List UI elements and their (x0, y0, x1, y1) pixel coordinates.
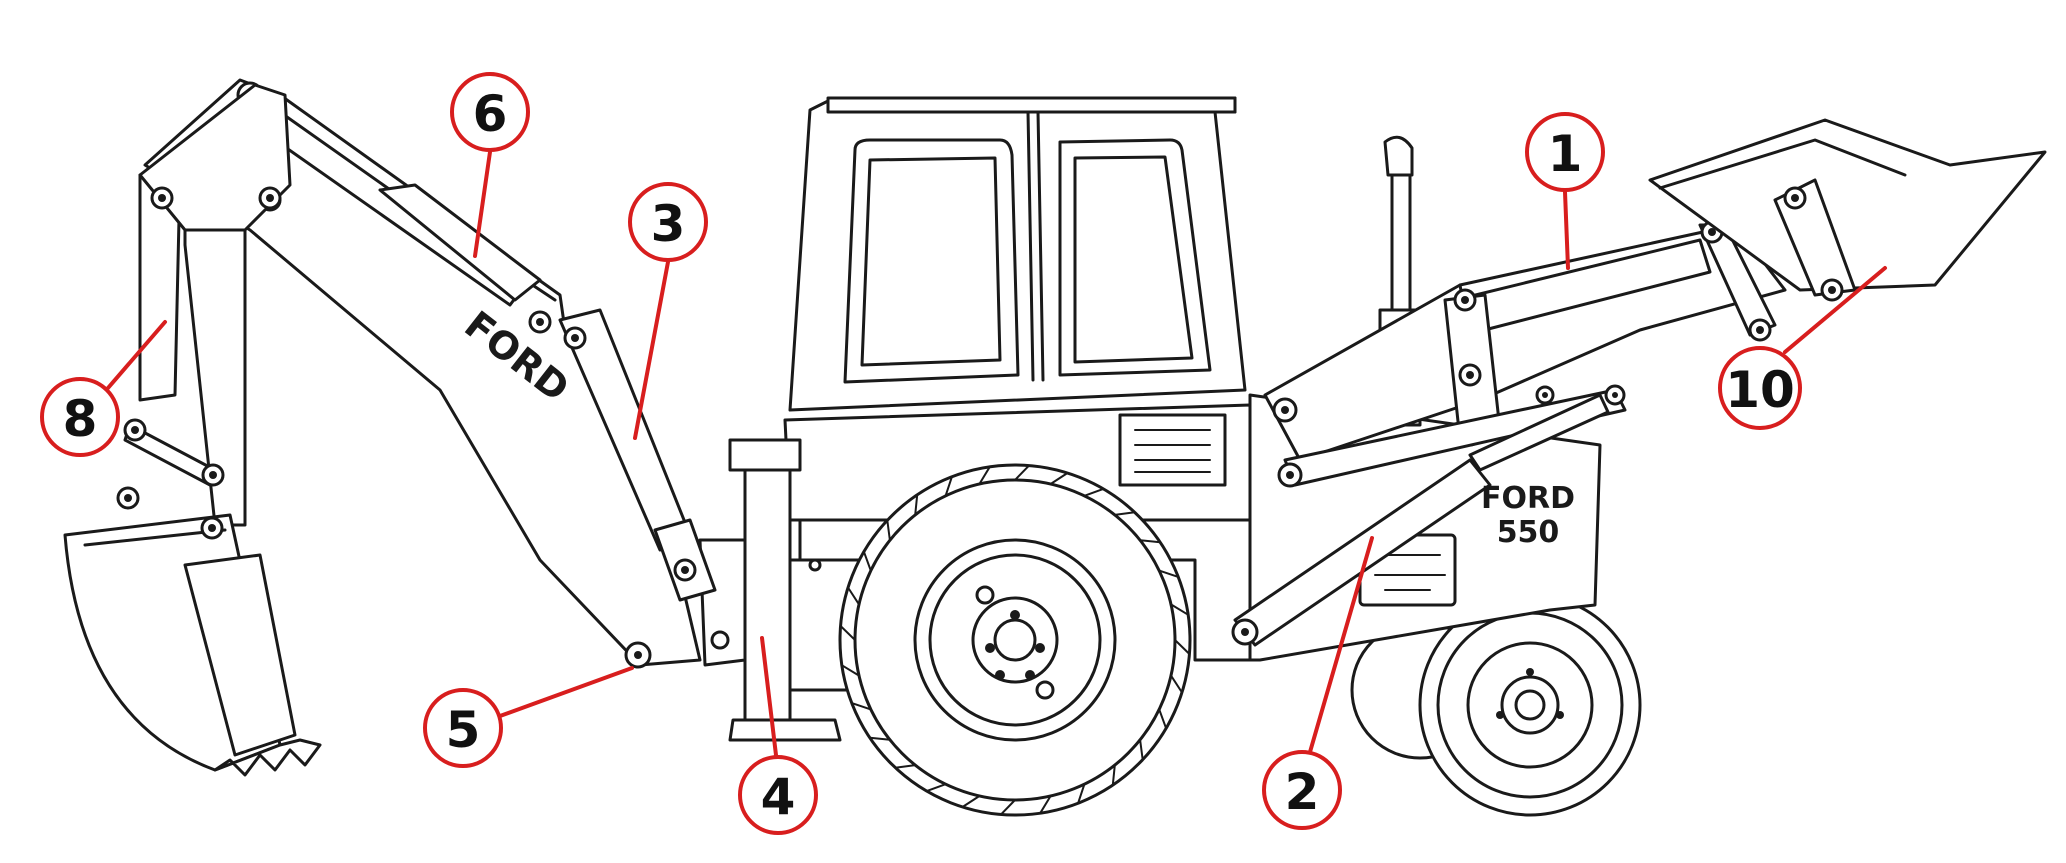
callout-2-circle (1262, 750, 1342, 830)
tread-lug (1111, 764, 1116, 787)
tread-lug (961, 795, 981, 808)
callout-8: 8 (40, 320, 167, 457)
callout-10-number: 10 (1725, 361, 1795, 419)
tread-lug (1077, 783, 1086, 805)
tread-lug (1039, 795, 1052, 815)
callout-8-number: 8 (63, 390, 98, 448)
callout-3: 3 (628, 182, 708, 440)
tread-lug (886, 519, 891, 542)
tread-lug (1083, 487, 1105, 497)
callout-6-circle (450, 72, 530, 152)
tread-lug (944, 475, 953, 497)
callout-4-circle (738, 755, 818, 835)
callout-1-number: 1 (1548, 125, 1583, 183)
callout-6-leader-line (473, 150, 492, 258)
callout-5-number: 5 (446, 701, 481, 759)
callout-1-circle (1525, 112, 1605, 192)
rear-small-wheel (1350, 593, 1642, 817)
swing-frame (698, 538, 747, 667)
tread-lug (847, 586, 860, 606)
tread-lug (1139, 738, 1144, 761)
tread-lug (978, 465, 991, 485)
callout-3-leader-line (633, 260, 670, 440)
tread-lug (1158, 569, 1180, 578)
callout-1: 1 (1525, 112, 1605, 270)
backhoe-dipper-and-bucket (63, 83, 322, 777)
front-loader-arm (1231, 118, 2047, 647)
callout-10: 10 (1718, 266, 1887, 430)
callout-5-leader-line (498, 666, 634, 718)
callout-6: 6 (450, 72, 530, 258)
callout-8-leader-line (106, 320, 167, 390)
tread-lug (1049, 472, 1069, 485)
body-brand-line2: 550 (1497, 515, 1560, 550)
callout-3-circle (628, 182, 708, 262)
body-brand-line1: FORD (1481, 481, 1575, 516)
tread-lug (894, 764, 917, 769)
tread-lug (1000, 799, 1016, 816)
callout-4-leader-line (760, 636, 778, 757)
tread-lug (1139, 539, 1162, 544)
tread-lug (1014, 464, 1030, 481)
tread-lug (1170, 603, 1190, 616)
tread-lug (839, 625, 856, 641)
tread-lug (1158, 708, 1168, 730)
tread-lug (1170, 674, 1183, 694)
tread-lug (914, 493, 919, 516)
tread-lug (862, 550, 872, 572)
callout-4-number: 4 (761, 768, 796, 826)
tread-lug (1174, 639, 1191, 655)
tread-lug (868, 736, 891, 741)
callout-5-circle (423, 688, 503, 768)
callout-2-number: 2 (1285, 763, 1320, 821)
callout-3-number: 3 (651, 195, 686, 253)
callouts-layer: 1 2 3 4 5 6 8 10 (40, 72, 1887, 835)
callout-2-leader-line (1308, 536, 1374, 754)
tread-lug (1113, 511, 1136, 516)
callout-4: 4 (738, 636, 818, 835)
operator-cab (788, 96, 1247, 412)
stabilizer-leg (728, 438, 842, 742)
callout-8-circle (40, 377, 120, 457)
tread-lug (850, 702, 872, 711)
tread-lug (925, 783, 947, 793)
callout-2: 2 (1262, 536, 1374, 830)
callout-5: 5 (423, 666, 634, 768)
body-brand: FORD 550 (1481, 481, 1575, 550)
callout-10-leader-line (1783, 266, 1887, 354)
tread-lug (840, 664, 860, 677)
callout-6-number: 6 (473, 85, 508, 143)
callout-1-leader-line (1563, 190, 1570, 270)
front-big-tire (838, 463, 1192, 817)
callout-10-circle (1718, 346, 1802, 430)
